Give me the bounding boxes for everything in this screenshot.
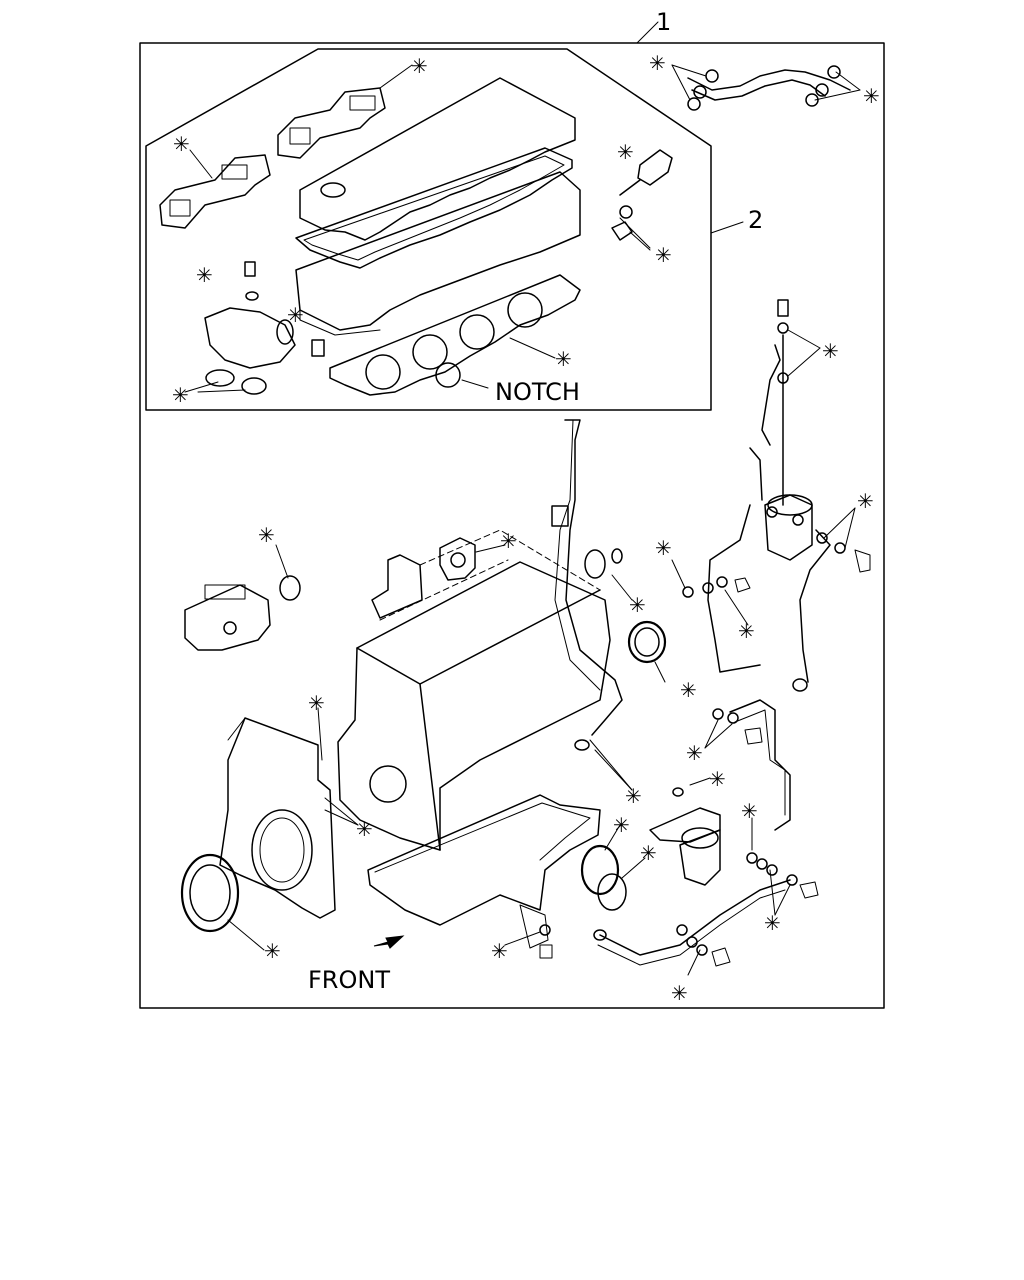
callout-1-label: 1: [656, 8, 671, 36]
callout-2-label: 2: [748, 206, 763, 234]
asterisk-marker: ✳: [671, 981, 688, 1005]
injector: [611, 149, 673, 251]
engine-block: [337, 529, 611, 851]
asterisk-marker: ✳: [613, 813, 630, 837]
asterisk-marker: ✳: [196, 263, 213, 287]
asterisk-marker: ✳: [686, 741, 703, 765]
manifold-gaskets: [159, 64, 413, 229]
asterisk-marker: ✳: [356, 817, 373, 841]
asterisk-marker: ✳: [172, 383, 189, 407]
asterisk-marker: ✳: [655, 536, 672, 560]
cylinder-head-assembly: [295, 77, 581, 396]
asterisk-marker: ✳: [500, 529, 517, 553]
oil-pan: [367, 794, 601, 949]
oil-seals-mid: [580, 548, 667, 911]
asterisk-markers: ✳ ✳ ✳ ✳ ✳ ✳ ✳ ✳ ✳ ✳ ✳ ✳ ✳ ✳ ✳ ✳ ✳ ✳ ✳ ✳ …: [172, 51, 880, 1005]
asterisk-marker: ✳: [863, 84, 880, 108]
asterisk-marker: ✳: [617, 140, 634, 164]
asterisk-marker: ✳: [258, 523, 275, 547]
asterisk-marker: ✳: [411, 54, 428, 78]
asterisk-marker: ✳: [680, 678, 697, 702]
front-oil-seal: [180, 853, 265, 951]
water-outlet-housing: [184, 261, 325, 395]
asterisk-marker: ✳: [655, 243, 672, 267]
asterisk-marker: ✳: [264, 939, 281, 963]
asterisk-marker: ✳: [491, 939, 508, 963]
asterisk-marker: ✳: [764, 911, 781, 935]
oil-level-gauge-tube: [551, 419, 623, 751]
asterisk-marker: ✳: [709, 767, 726, 791]
asterisk-marker: ✳: [640, 841, 657, 865]
callout-1-leader: [636, 21, 659, 44]
asterisk-marker: ✳: [308, 691, 325, 715]
asterisk-marker: ✳: [173, 132, 190, 156]
asterisk-marker: ✳: [629, 593, 646, 617]
oil-filter: [593, 807, 791, 966]
gear-case: [219, 717, 336, 919]
asterisk-marker: ✳: [857, 489, 874, 513]
fuel-injection-pump: [184, 544, 301, 651]
asterisk-marker: ✳: [738, 619, 755, 643]
callout-2-leader: [710, 221, 744, 234]
asterisk-marker: ✳: [555, 347, 572, 371]
asterisk-marker: ✳: [649, 51, 666, 75]
asterisk-marker: ✳: [287, 303, 304, 327]
outer-frame: [139, 42, 885, 1009]
front-label: FRONT: [308, 966, 390, 994]
breather-gasket: [439, 537, 506, 581]
injection-pipes: [671, 64, 861, 111]
asterisk-marker: ✳: [625, 784, 642, 808]
oil-pipes-lower-right: [504, 699, 819, 976]
upper-gasket-kit-frame: [145, 48, 712, 411]
fuel-filter: [682, 299, 871, 692]
leader-lines: [317, 559, 753, 879]
front-arrow: [373, 935, 405, 949]
asterisk-marker: ✳: [822, 339, 839, 363]
notch-label: NOTCH: [495, 378, 580, 406]
asterisk-marker: ✳: [741, 799, 758, 823]
